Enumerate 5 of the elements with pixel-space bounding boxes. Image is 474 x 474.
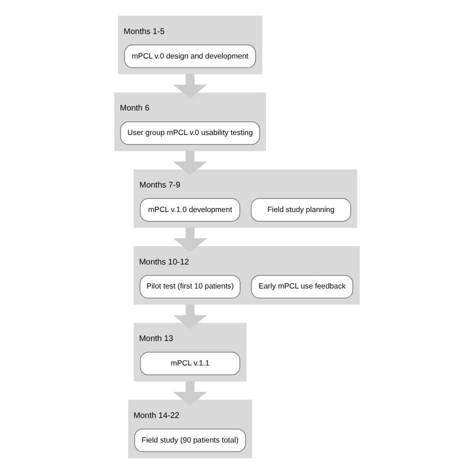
arrow	[173, 228, 208, 252]
arrow	[173, 150, 208, 176]
arrow	[173, 381, 208, 406]
arrow	[173, 304, 208, 329]
arrow	[173, 74, 208, 99]
